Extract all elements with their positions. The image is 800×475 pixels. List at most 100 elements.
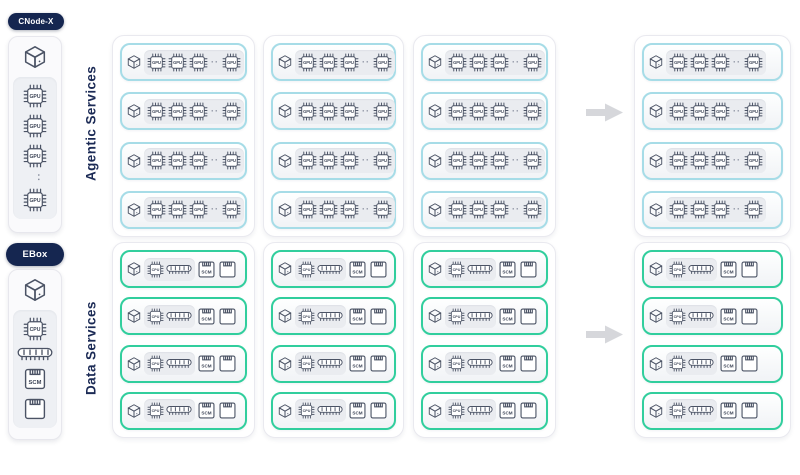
gpu-chip-icon: GPU — [222, 102, 241, 121]
disk-drive-icon — [519, 354, 538, 373]
data-service-node-row: CPU SCM — [421, 297, 548, 336]
svg-text:GPU: GPU — [378, 158, 387, 163]
gpu-chip-icon: GPU — [340, 102, 359, 121]
disk-drive-icon — [519, 401, 538, 420]
svg-text:CPU: CPU — [152, 409, 160, 413]
gpu-chip-icon: GPU — [189, 151, 208, 170]
svg-text:GPU: GPU — [716, 60, 725, 65]
service-cube-icon — [126, 261, 142, 277]
gpu-chip-icon: GPU — [469, 53, 488, 72]
svg-text:SCM: SCM — [201, 316, 211, 321]
gpu-chip-icon: GPU — [448, 102, 467, 121]
disk-drive-icon — [218, 307, 237, 326]
disk-drive-icon — [740, 260, 759, 279]
svg-text:GPU: GPU — [495, 208, 504, 213]
disk-drive-icon — [218, 401, 237, 420]
gpu-chip-icon: GPU — [319, 200, 338, 219]
svg-text:GPU: GPU — [303, 158, 312, 163]
cpu-memory-group: CPU — [666, 399, 717, 423]
cpu-chip-icon: CPU — [448, 402, 465, 419]
ebox-component-stack: CPU SCM — [13, 310, 57, 428]
svg-text:SCM: SCM — [201, 269, 211, 274]
dimm-memory-icon — [317, 264, 343, 275]
cnode-x-pill: CNode-X — [8, 13, 64, 30]
service-cube-icon — [277, 308, 293, 324]
svg-text:GPU: GPU — [324, 158, 333, 163]
svg-text:GPU: GPU — [152, 208, 161, 213]
scm-drive-icon: SCM — [498, 354, 517, 373]
gpu-chip-icon: GPU — [147, 53, 166, 72]
svg-text:GPU: GPU — [303, 60, 312, 65]
cpu-chip-icon: CPU — [298, 355, 315, 372]
svg-text:GPU: GPU — [29, 154, 40, 160]
service-cube-icon — [277, 403, 293, 419]
gpu-chip-icon: GPU — [744, 53, 763, 72]
svg-text:GPU: GPU — [695, 208, 704, 213]
cpu-memory-group: CPU — [295, 399, 346, 423]
svg-text:GPU: GPU — [227, 60, 236, 65]
cpu-memory-group: CPU — [144, 399, 195, 423]
dimm-memory-icon — [166, 358, 192, 369]
gpu-chip-icon: GPU — [690, 151, 709, 170]
gpu-chip-icon: GPU — [711, 53, 730, 72]
svg-text:CPU: CPU — [674, 267, 682, 271]
cpu-memory-group: CPU — [666, 352, 717, 376]
service-cube-icon — [427, 356, 443, 372]
disk-drive-icon — [369, 354, 388, 373]
ellipsis: ·· — [512, 56, 520, 67]
cpu-memory-group: CPU — [666, 304, 717, 328]
cpu-chip-icon: CPU — [147, 402, 164, 419]
gpu-chip-icon: GPU — [469, 151, 488, 170]
ellipsis: ·· — [733, 204, 741, 215]
svg-text:CPU: CPU — [453, 362, 461, 366]
gpu-chip-icon: GPU — [168, 151, 187, 170]
disk-drive-icon — [218, 260, 237, 279]
gpu-chip-icon: GPU — [298, 102, 317, 121]
gpu-chip-icon: GPU — [690, 53, 709, 72]
service-cube-icon — [427, 403, 443, 419]
ellipsis: ·· — [512, 155, 520, 166]
svg-text:SCM: SCM — [502, 411, 512, 416]
gpu-chip-icon: GPU — [469, 102, 488, 121]
ellipsis: ·· — [362, 204, 370, 215]
svg-text:CPU: CPU — [152, 362, 160, 366]
cpu-chip-icon: CPU — [448, 355, 465, 372]
service-cube-icon — [277, 103, 293, 119]
cnode-x-legend-card: GPU GPU GPU ·· GPU — [8, 36, 62, 233]
gpu-chip-icon: GPU — [23, 188, 47, 212]
scm-drive-icon: SCM — [197, 307, 216, 326]
scm-drive-icon: SCM — [348, 401, 367, 420]
service-cube-icon — [126, 103, 142, 119]
gpu-chip-icon: GPU — [490, 102, 509, 121]
flow-arrow-icon — [586, 103, 623, 122]
svg-text:SCM: SCM — [502, 316, 512, 321]
ellipsis: ·· — [362, 56, 370, 67]
svg-text:SCM: SCM — [723, 411, 733, 416]
ellipsis: ·· — [211, 155, 219, 166]
disk-drive-icon — [369, 401, 388, 420]
gpu-chip-icon: GPU — [711, 102, 730, 121]
gpu-chip-icon: GPU — [168, 102, 187, 121]
service-cube-icon — [277, 356, 293, 372]
cpu-chip-icon: CPU — [298, 260, 315, 278]
scm-drive-icon: SCM — [719, 354, 738, 373]
gpu-chip-icon: GPU — [147, 151, 166, 170]
svg-text:GPU: GPU — [749, 158, 758, 163]
cpu-memory-group: CPU — [445, 304, 496, 328]
gpu-chip-icon: GPU — [490, 53, 509, 72]
svg-text:GPU: GPU — [695, 60, 704, 65]
service-cube-icon — [648, 308, 664, 324]
gpu-chip-icon: GPU — [319, 102, 338, 121]
dimm-memory-icon — [688, 358, 714, 369]
